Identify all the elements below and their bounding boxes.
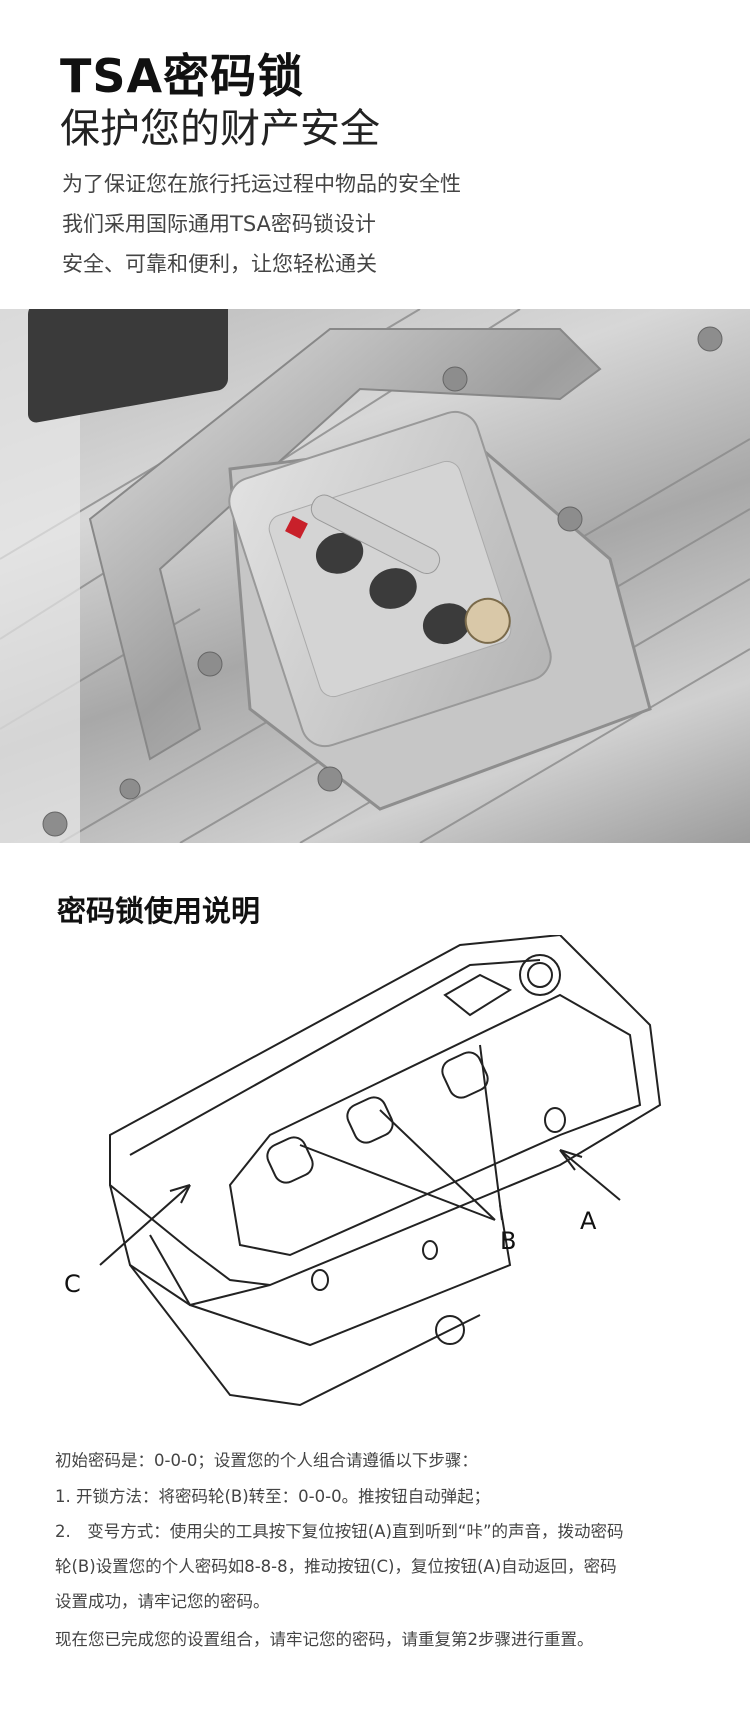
suitcase-lock-illustration — [0, 309, 750, 843]
lock-line-drawing — [99, 933, 662, 1407]
intro-line: 安全、可靠和便利，让您轻松通关 — [62, 252, 377, 276]
intro-line: 为了保证您在旅行托运过程中物品的安全性 — [62, 172, 461, 196]
lock-diagram: A B C — [40, 933, 720, 1415]
intro-line: 我们采用国际通用TSA密码锁设计 — [62, 212, 376, 236]
page-title: TSA密码锁 — [60, 49, 305, 103]
label-reset-button-a: A — [580, 1207, 597, 1235]
instructions-title: 密码锁使用说明 — [57, 894, 261, 928]
label-push-button-c: C — [64, 1270, 81, 1298]
lock-product-photo — [0, 309, 750, 843]
label-code-wheel-b: B — [500, 1227, 517, 1255]
instruction-line: 轮(B)设置您的个人密码如8-8-8，推动按钮(C)，复位按钮(A)自动返回，密… — [55, 1557, 617, 1576]
instruction-line: 现在您已完成您的设置组合，请牢记您的密码，请重复第2步骤进行重置。 — [55, 1630, 594, 1649]
instruction-line: 1. 开锁方法：将密码轮(B)转至：0-0-0。推按钮自动弹起； — [55, 1487, 491, 1506]
page-subtitle: 保护您的财产安全 — [60, 106, 380, 152]
instruction-line: 2. 变号方式：使用尖的工具按下复位按钮(A)直到听到“咔”的声音，拨动密码 — [55, 1522, 624, 1541]
instruction-line: 设置成功，请牢记您的密码。 — [55, 1592, 270, 1611]
instruction-line: 初始密码是：0-0-0；设置您的个人组合请遵循以下步骤： — [55, 1451, 478, 1470]
